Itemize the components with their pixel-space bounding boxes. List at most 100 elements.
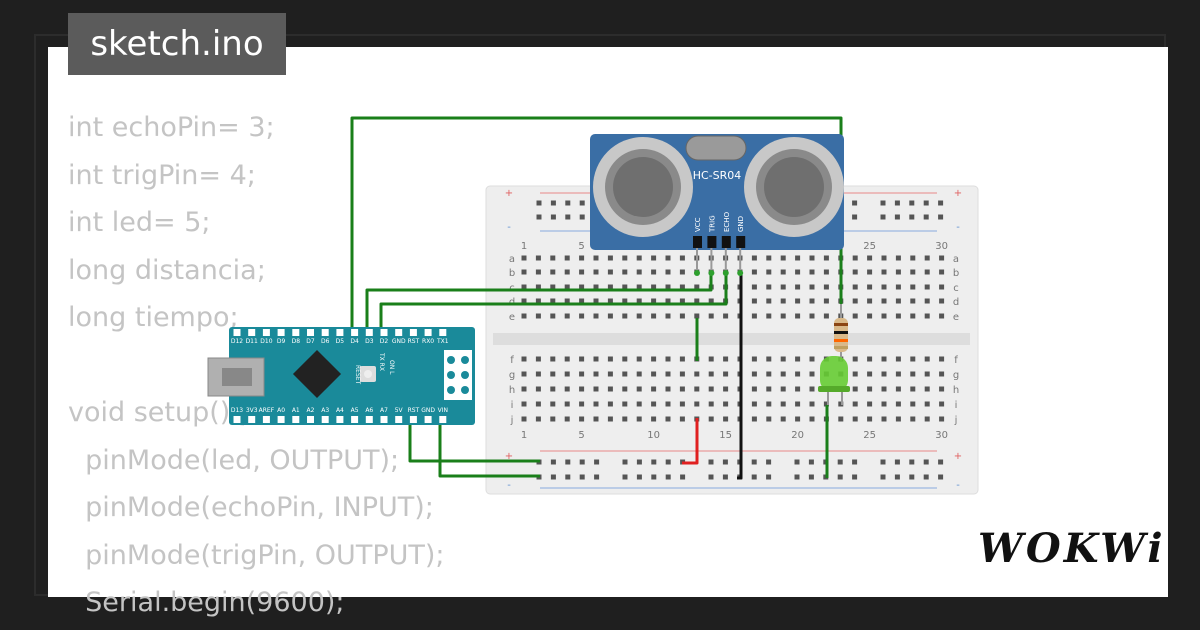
breadboard-hole[interactable] xyxy=(550,371,556,377)
rail-hole[interactable] xyxy=(766,459,772,465)
nano-pin-top[interactable] xyxy=(365,329,373,336)
rail-hole[interactable] xyxy=(708,459,714,465)
breadboard-hole[interactable] xyxy=(651,401,657,407)
rail-hole[interactable] xyxy=(565,459,571,465)
breadboard-hole[interactable] xyxy=(751,284,757,290)
breadboard-hole[interactable] xyxy=(780,386,786,392)
rail-hole[interactable] xyxy=(751,459,757,465)
breadboard-hole[interactable] xyxy=(780,255,786,261)
breadboard-hole[interactable] xyxy=(564,269,570,275)
breadboard-hole[interactable] xyxy=(723,356,729,362)
breadboard-hole[interactable] xyxy=(665,371,671,377)
breadboard-hole[interactable] xyxy=(766,269,772,275)
nano-pin-top[interactable] xyxy=(395,329,403,336)
rail-hole[interactable] xyxy=(665,459,671,465)
breadboard-hole[interactable] xyxy=(809,298,815,304)
breadboard-hole[interactable] xyxy=(679,255,685,261)
breadboard-hole[interactable] xyxy=(521,356,527,362)
rail-hole[interactable] xyxy=(938,200,944,206)
breadboard-hole[interactable] xyxy=(579,269,585,275)
breadboard-hole[interactable] xyxy=(622,371,628,377)
breadboard-hole[interactable] xyxy=(881,401,887,407)
breadboard-hole[interactable] xyxy=(766,284,772,290)
nano-pin-bottom[interactable] xyxy=(233,416,241,423)
breadboard-hole[interactable] xyxy=(564,386,570,392)
breadboard-hole[interactable] xyxy=(881,386,887,392)
breadboard-hole[interactable] xyxy=(780,284,786,290)
breadboard-hole[interactable] xyxy=(924,298,930,304)
rail-hole[interactable] xyxy=(550,214,556,220)
breadboard-hole[interactable] xyxy=(751,298,757,304)
breadboard-hole[interactable] xyxy=(636,356,642,362)
rail-hole[interactable] xyxy=(880,214,886,220)
rail-hole[interactable] xyxy=(909,459,915,465)
nano-pin-bottom[interactable] xyxy=(395,416,403,423)
breadboard-hole[interactable] xyxy=(838,416,844,422)
breadboard-hole[interactable] xyxy=(636,313,642,319)
breadboard-hole[interactable] xyxy=(665,386,671,392)
breadboard-hole[interactable] xyxy=(780,416,786,422)
sensor-pin-contact[interactable] xyxy=(737,270,744,276)
breadboard-hole[interactable] xyxy=(593,386,599,392)
nano-pin-top[interactable] xyxy=(307,329,314,336)
breadboard-hole[interactable] xyxy=(910,255,916,261)
rail-hole[interactable] xyxy=(894,474,900,480)
breadboard-hole[interactable] xyxy=(881,298,887,304)
rail-hole[interactable] xyxy=(536,214,542,220)
breadboard-hole[interactable] xyxy=(895,313,901,319)
breadboard-hole[interactable] xyxy=(694,313,700,319)
breadboard-hole[interactable] xyxy=(521,284,527,290)
breadboard-hole[interactable] xyxy=(622,401,628,407)
nano-pin-bottom[interactable] xyxy=(321,416,329,423)
breadboard-hole[interactable] xyxy=(910,416,916,422)
breadboard-hole[interactable] xyxy=(723,416,729,422)
breadboard-hole[interactable] xyxy=(564,356,570,362)
rail-hole[interactable] xyxy=(808,459,814,465)
breadboard-hole[interactable] xyxy=(895,401,901,407)
breadboard-hole[interactable] xyxy=(795,284,801,290)
breadboard-hole[interactable] xyxy=(579,284,585,290)
breadboard-hole[interactable] xyxy=(521,371,527,377)
breadboard-hole[interactable] xyxy=(622,313,628,319)
breadboard-hole[interactable] xyxy=(550,269,556,275)
nano-pin-top[interactable] xyxy=(321,329,329,336)
breadboard-hole[interactable] xyxy=(607,269,613,275)
rail-hole[interactable] xyxy=(880,200,886,206)
breadboard-hole[interactable] xyxy=(751,401,757,407)
sensor-pin-contact[interactable] xyxy=(708,270,715,276)
nano-pin-bottom[interactable] xyxy=(409,416,417,423)
breadboard-hole[interactable] xyxy=(852,356,858,362)
breadboard-hole[interactable] xyxy=(694,284,700,290)
nano-pin-bottom[interactable] xyxy=(292,416,300,423)
breadboard-hole[interactable] xyxy=(939,313,945,319)
breadboard-hole[interactable] xyxy=(867,313,873,319)
breadboard-hole[interactable] xyxy=(535,401,541,407)
breadboard-hole[interactable] xyxy=(651,284,657,290)
breadboard-hole[interactable] xyxy=(636,298,642,304)
rail-hole[interactable] xyxy=(636,459,642,465)
rail-hole[interactable] xyxy=(722,474,728,480)
breadboard-hole[interactable] xyxy=(766,313,772,319)
breadboard-hole[interactable] xyxy=(939,401,945,407)
nano-pin-bottom[interactable] xyxy=(336,416,344,423)
breadboard-hole[interactable] xyxy=(823,255,829,261)
breadboard-hole[interactable] xyxy=(550,298,556,304)
breadboard-hole[interactable] xyxy=(881,416,887,422)
breadboard-hole[interactable] xyxy=(867,401,873,407)
breadboard-hole[interactable] xyxy=(535,255,541,261)
breadboard-hole[interactable] xyxy=(924,269,930,275)
breadboard-hole[interactable] xyxy=(593,284,599,290)
rail-hole[interactable] xyxy=(894,459,900,465)
rail-hole[interactable] xyxy=(766,474,772,480)
nano-pin-top[interactable] xyxy=(380,329,388,336)
rail-hole[interactable] xyxy=(579,459,585,465)
nano-pin-top[interactable] xyxy=(292,329,300,336)
breadboard-hole[interactable] xyxy=(564,371,570,377)
rail-hole[interactable] xyxy=(794,474,800,480)
rail-hole[interactable] xyxy=(894,214,900,220)
nano-pin-bottom[interactable] xyxy=(262,416,270,423)
sensor-pin-contact[interactable] xyxy=(694,270,700,276)
breadboard-hole[interactable] xyxy=(895,386,901,392)
breadboard-hole[interactable] xyxy=(939,416,945,422)
